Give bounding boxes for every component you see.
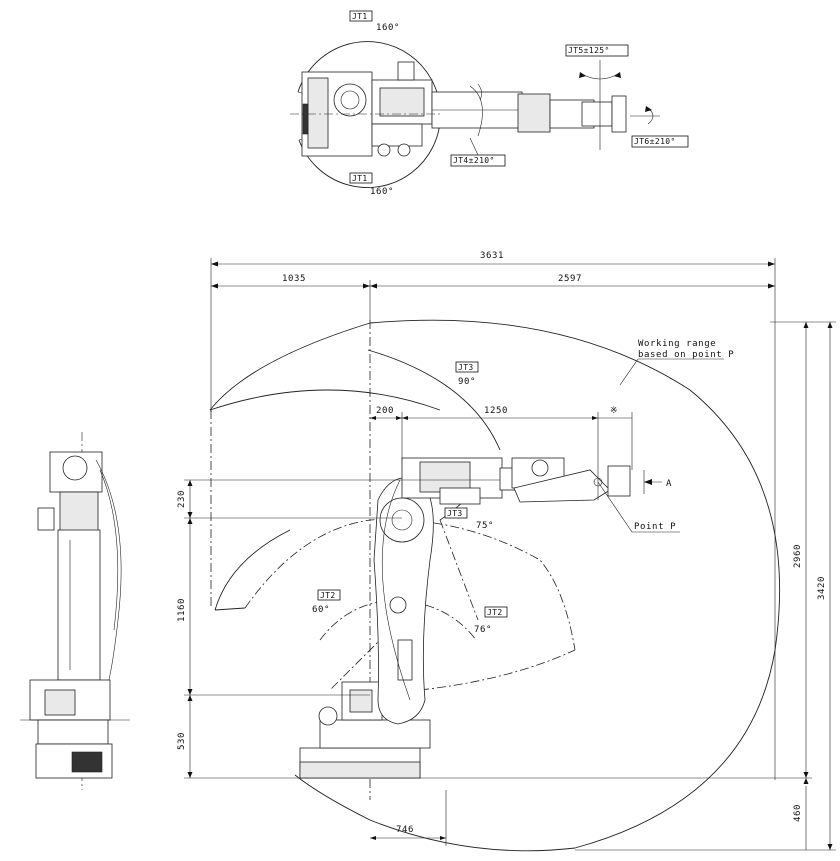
dim-asterisk: ※ [610,406,618,416]
working-range-line2: based on point P [638,350,734,360]
dim-front-reach: 2597 [558,274,582,284]
dim-230: 230 [177,490,187,508]
jt1-top-tag: JT1 [352,12,368,21]
dim-530: 530 [177,732,187,750]
jt2-right-tag: JT2 [487,608,503,617]
jt5-label: JT5±125° [568,46,610,55]
jt1-bottom-tag: JT1 [352,174,368,183]
jt2-range-arc [244,519,576,651]
side-wrist [513,469,611,503]
top-flange [611,95,627,133]
front-view [20,432,130,790]
jt4-label: JT4±210° [453,156,495,165]
side-view: 3631 1035 2597 200 1250 ※ 23 [177,251,836,852]
working-range-line1: Working range [638,339,716,349]
dim-200: 200 [376,406,394,416]
jt2-left-angle: 60° [312,605,330,615]
view-a-label: A [666,479,672,489]
side-base [319,719,431,749]
jt1-bottom-angle: 160° [370,187,394,197]
dim-back-reach: 1035 [282,274,306,284]
dim-3420: 3420 [817,576,827,600]
dim-1160: 1160 [177,598,187,622]
side-flange [607,465,631,497]
front-connector-panel [71,751,103,773]
dim-2960: 2960 [793,544,803,568]
jt6-label: JT6±210° [634,137,676,146]
front-lower-arm [57,529,101,681]
jt4-rotation-icon [477,83,482,101]
top-motor [333,83,367,117]
jt3-upper-angle: 90° [458,377,476,387]
jt1-top-angle: 160° [376,23,400,33]
jt2-right-angle: 76° [474,625,492,635]
working-range-envelope [209,319,781,852]
jt3-lower-tag: JT3 [447,509,463,518]
jt3-lower-angle: 75° [476,521,494,531]
dim-total-width: 3631 [480,251,504,261]
top-view: JT1 160° JT1 160° JT5±125° JT6±210° JT4±… [290,10,689,197]
point-p-label: Point P [634,522,676,532]
jt2-left-tag: JT2 [320,591,336,600]
dim-460: 460 [793,804,803,822]
dim-746: 746 [396,825,414,835]
jt3-upper-tag: JT3 [458,363,474,372]
dim-1250: 1250 [484,406,508,416]
